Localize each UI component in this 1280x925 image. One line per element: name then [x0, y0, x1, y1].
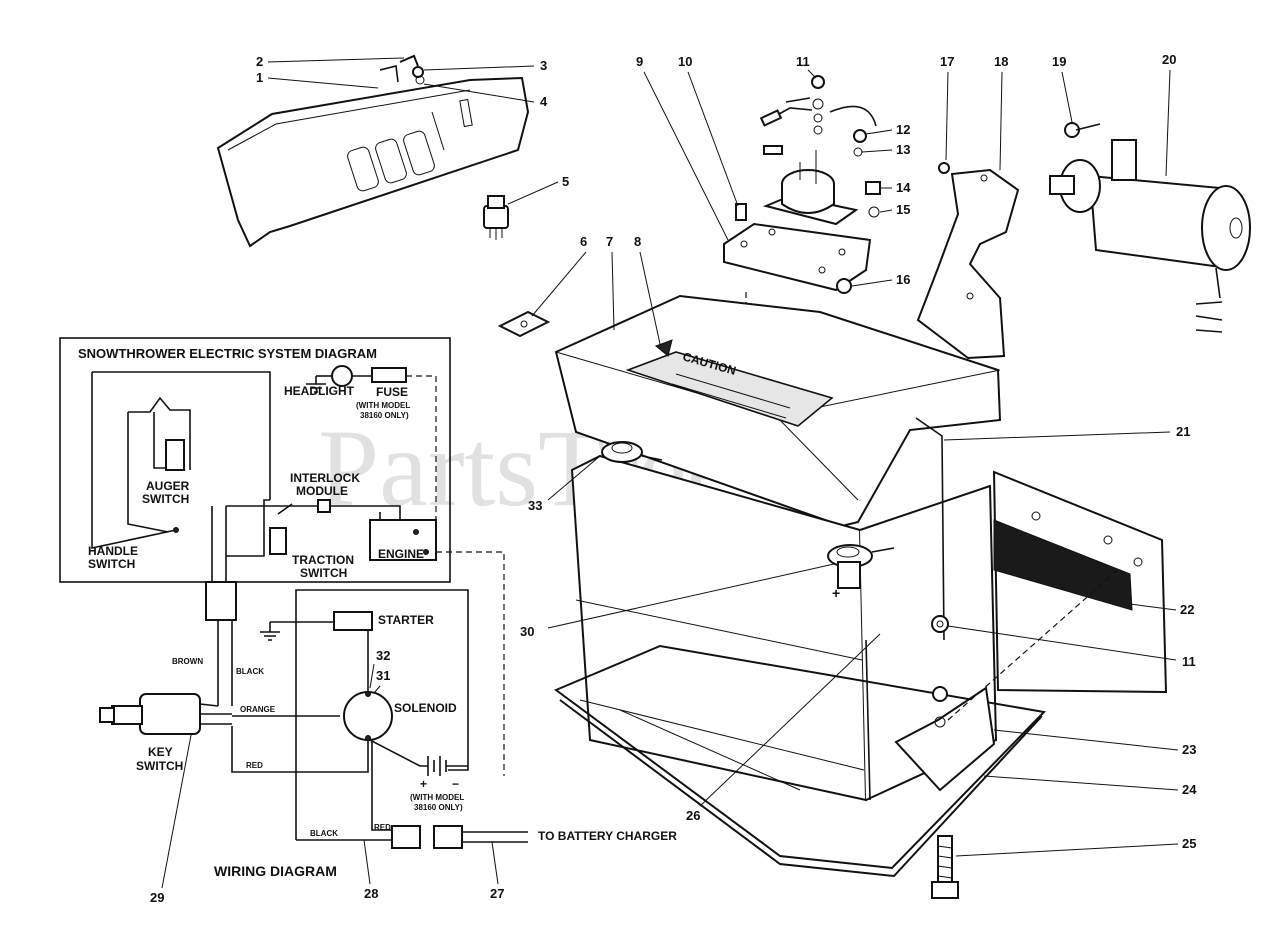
- part-6-clip: [497, 310, 551, 338]
- starter-motor: [1049, 122, 1251, 333]
- battery-charger-label: TO BATTERY CHARGER: [538, 829, 677, 843]
- engine-label: ENGINE: [378, 547, 424, 561]
- battery-cover: CAUTION: [554, 294, 1002, 528]
- starter-label: STARTER: [378, 613, 434, 627]
- key-switch-label-1: KEY: [148, 745, 173, 759]
- solenoid-label: SOLENOID: [394, 701, 457, 715]
- mounting-panel: [992, 470, 1168, 694]
- inset-frame: [59, 337, 451, 583]
- callout-14: 14: [896, 180, 911, 195]
- callout-8: 8: [634, 234, 641, 249]
- callout-4: 4: [540, 94, 548, 109]
- battery-minus-label: −: [452, 777, 459, 791]
- wiring-diagram-title: WIRING DIAGRAM: [214, 863, 337, 879]
- battery-plus-label: +: [420, 777, 427, 791]
- wiring-model-note-2: 38160 ONLY): [414, 803, 463, 812]
- callout-5: 5: [562, 174, 569, 189]
- traction-switch-label-2: SWITCH: [300, 566, 347, 580]
- callout-11: 11: [796, 54, 810, 69]
- alignment-line: [947, 567, 1121, 721]
- callout-6: 6: [580, 234, 587, 249]
- headlight-label: HEADLIGHT: [284, 384, 355, 398]
- inset-model-note-2: 38160 ONLY): [360, 411, 409, 420]
- callout-25: 25: [1182, 836, 1196, 851]
- callout-11b: 11: [1182, 654, 1196, 669]
- callout-3: 3: [540, 58, 547, 73]
- starter-bracket: [916, 162, 1020, 360]
- callout-20: 20: [1162, 52, 1176, 67]
- callout-31: 31: [376, 668, 390, 683]
- callout-15: 15: [896, 202, 910, 217]
- callout-7: 7: [606, 234, 613, 249]
- hold-down-rod: [915, 417, 945, 641]
- control-panel-cover: [216, 54, 530, 248]
- callout-19: 19: [1052, 54, 1066, 69]
- part-callouts: 1 2 3 4 5 6 7 8 9 10 11 12 13 14 15 16 1…: [150, 52, 1197, 905]
- callout-24: 24: [1182, 782, 1197, 797]
- handle-switch-label-2: SWITCH: [88, 557, 135, 571]
- brown-wire-label: BROWN: [172, 657, 203, 666]
- callout-26: 26: [686, 808, 700, 823]
- auger-switch-label-1: AUGER: [146, 479, 190, 493]
- callout-23: 23: [1182, 742, 1196, 757]
- callout-1: 1: [256, 70, 263, 85]
- callout-13: 13: [896, 142, 910, 157]
- auger-switch-label-2: SWITCH: [142, 492, 189, 506]
- bolt: [931, 835, 959, 899]
- callout-30: 30: [520, 624, 534, 639]
- handle-switch-label-1: HANDLE: [88, 544, 138, 558]
- interlock-label-2: MODULE: [296, 484, 348, 498]
- fuse-label: FUSE: [376, 385, 408, 399]
- orange-wire-label: ORANGE: [240, 705, 276, 714]
- callout-27: 27: [490, 886, 504, 901]
- black-wire-label: BLACK: [236, 667, 264, 676]
- electric-system-inset: SNOWTHROWER ELECTRIC SYSTEM DIAGRAM AUGE…: [59, 337, 505, 776]
- battery-plus-mark: +: [832, 585, 840, 601]
- inset-model-note-1: (WITH MODEL: [356, 401, 410, 410]
- callout-18: 18: [994, 54, 1008, 69]
- callout-33: 33: [528, 498, 542, 513]
- wiring-diagram: KEY SWITCH BROWN BLACK ORANGE RED BLACK …: [99, 506, 677, 879]
- callout-29: 29: [150, 890, 164, 905]
- callout-32: 32: [376, 648, 390, 663]
- inset-title: SNOWTHROWER ELECTRIC SYSTEM DIAGRAM: [78, 346, 377, 361]
- callout-21: 21: [1176, 424, 1190, 439]
- interlock-label-1: INTERLOCK: [290, 471, 360, 485]
- traction-switch-label-1: TRACTION: [292, 553, 354, 567]
- callout-28: 28: [364, 886, 378, 901]
- callout-9: 9: [636, 54, 643, 69]
- callout-17: 17: [940, 54, 954, 69]
- red-wire-label-2: RED: [374, 823, 391, 832]
- callout-12: 12: [896, 122, 910, 137]
- solenoid-assembly: [723, 75, 881, 294]
- battery-tray: [553, 644, 1047, 878]
- black-wire-label-2: BLACK: [310, 829, 338, 838]
- wiring-model-note-1: (WITH MODEL: [410, 793, 464, 802]
- callout-16: 16: [896, 272, 910, 287]
- callout-10: 10: [678, 54, 692, 69]
- red-wire-label: RED: [246, 761, 263, 770]
- callout-2: 2: [256, 54, 263, 69]
- callout-22: 22: [1180, 602, 1194, 617]
- key-switch-label-2: SWITCH: [136, 759, 183, 773]
